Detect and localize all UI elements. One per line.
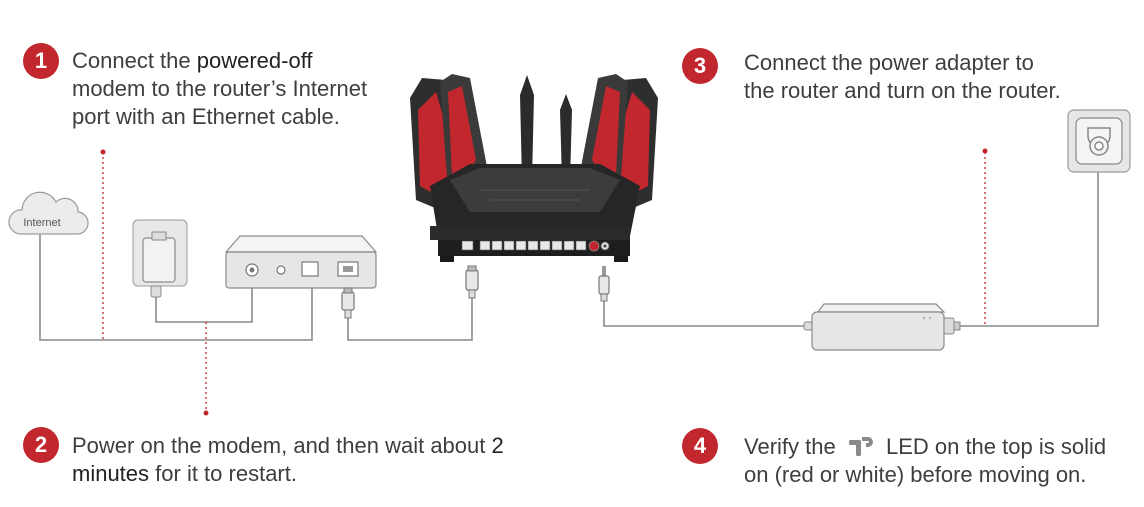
- leader-lines: [102, 152, 986, 410]
- step-3-text: Connect the power adapter to the router …: [744, 49, 1061, 105]
- ethernet-plug-router: [465, 265, 479, 299]
- step-4-text: Verify the LED on the top is solid on (r…: [744, 433, 1106, 489]
- step-1-line-2: modem to the router’s Internet: [72, 76, 368, 101]
- step-2-line-1: Power on the modem, and then wait about …: [72, 432, 504, 460]
- step-4-text-before: Verify the: [744, 434, 842, 459]
- dc-plug-router: [598, 266, 610, 302]
- power-outlet-icon: [1067, 109, 1131, 173]
- step-4-line-1: Verify the LED on the top is solid: [744, 433, 1106, 461]
- step-3-badge: 3: [682, 48, 718, 84]
- step-1-badge: 1: [23, 43, 59, 79]
- step-4-text-after: LED on the top is solid: [879, 434, 1107, 459]
- step-3-line-2: the router and turn on the router.: [744, 78, 1061, 103]
- step-1-text-bold: powered-off: [196, 48, 313, 73]
- step-4-badge: 4: [682, 428, 718, 464]
- cables: [39, 172, 1099, 341]
- modem-icon: [224, 235, 378, 289]
- step-1-leader-dot: [100, 149, 106, 155]
- step-3-leader-dot: [982, 148, 988, 154]
- step-2-line-2-rest: for it to restart.: [149, 461, 297, 486]
- router-icon: [410, 74, 658, 262]
- power-adapter-icon: [803, 303, 961, 351]
- cloud-icon: [8, 191, 89, 235]
- ethernet-plug-modem: [341, 287, 355, 319]
- step-1-line-1: Connect the powered-off: [72, 47, 367, 75]
- step-2-text-before: Power on the modem, and then wait about: [72, 433, 492, 458]
- step-1-text-before: Connect the: [72, 48, 197, 73]
- modem-power-cable: [155, 283, 253, 323]
- step-2-line-2: minutes for it to restart.: [72, 460, 504, 488]
- cloud-label: Internet: [23, 217, 60, 229]
- step-2-badge: 2: [23, 427, 59, 463]
- step-1-text: Connect the powered-off modem to the rou…: [72, 47, 367, 131]
- internet-cable: [39, 235, 313, 341]
- step-2-leader-dot: [203, 410, 209, 416]
- modem-power-adapter-icon: [132, 219, 188, 298]
- ethernet-cable: [347, 297, 473, 341]
- step-2-text: Power on the modem, and then wait about …: [72, 432, 504, 488]
- step-4-line-2: on (red or white) before moving on.: [744, 462, 1087, 488]
- router-ports: [461, 240, 587, 251]
- wall-power-cable: [960, 172, 1099, 327]
- step-2-text-bold: 2: [491, 433, 504, 458]
- router-power-cable: [603, 300, 808, 327]
- step-3-line-1: Connect the power adapter to: [744, 50, 1034, 75]
- tp-link-logo-icon: [848, 437, 873, 457]
- step-1-line-3: port with an Ethernet cable.: [72, 104, 340, 129]
- step-2-line-2-bold: minutes: [72, 461, 150, 486]
